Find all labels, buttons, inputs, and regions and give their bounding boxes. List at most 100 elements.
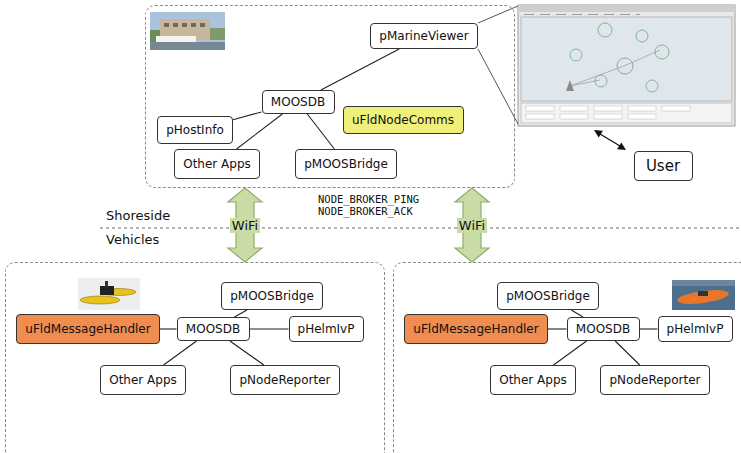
viewer-screenshot (628, 114, 656, 119)
viewer-screenshot (521, 103, 732, 123)
connector-line (554, 341, 587, 365)
shoreside-photo (200, 23, 205, 27)
box-text: uFldMessageHandler (413, 322, 538, 336)
connector-line (237, 114, 283, 149)
edge-label: WiFi (230, 218, 260, 233)
box-text: uFldNodeComms (352, 113, 454, 127)
user-arrow (594, 130, 626, 150)
shoreside-photo (182, 23, 187, 27)
box-text: Other Apps (183, 157, 251, 171)
vehicle-photo (100, 286, 114, 295)
highlight-app-box: uFldNodeComms (343, 106, 464, 134)
vehicle-photo (78, 278, 140, 310)
box-text: MOOSDB (576, 322, 630, 336)
box-text: MOOSDB (186, 322, 240, 336)
app-box: pHostInfo (157, 116, 233, 144)
connector (615, 341, 639, 365)
viewer-screenshot (560, 114, 588, 119)
vehicle-group: pMOOSBridge uFldMessageHandler MOOSDB pHelm… (5, 262, 385, 453)
leader-line (478, 49, 518, 124)
viewer-screenshot (598, 23, 612, 37)
box-text: pNodeReporter (609, 373, 700, 387)
viewer-screenshot (646, 80, 658, 92)
vehicle-photo (80, 296, 120, 304)
connector-line (250, 328, 289, 329)
viewer-screenshot (570, 49, 582, 61)
connector (321, 49, 399, 90)
connector (237, 114, 283, 149)
app-box: Other Apps (174, 149, 260, 179)
viewer-screenshot (570, 66, 624, 86)
viewer-screenshot (594, 106, 622, 111)
box-text: Other Apps (109, 373, 177, 387)
shoreside-group: pMarineViewerMOOSDB pHostInfo uFldNodeComm… (145, 5, 515, 188)
highlight-app-box: uFldMessageHandler (16, 314, 160, 344)
connector (164, 341, 197, 365)
box-text: pHelmIvP (298, 322, 355, 336)
app-box: pMarineViewer (370, 23, 478, 49)
app-box: pNodeReporter (230, 365, 340, 395)
connector-line (615, 341, 639, 365)
viewer-screenshot (521, 17, 732, 101)
database-box: MOOSDB (177, 317, 250, 341)
box-text: uFldMessageHandler (25, 322, 150, 336)
connector-line (321, 49, 399, 90)
viewer-screenshot (518, 5, 735, 126)
connector (640, 329, 658, 330)
leader-line (478, 6, 518, 23)
box-text: pMarineViewer (379, 29, 468, 43)
viewer-screenshot (526, 106, 554, 111)
kayak-photo (698, 291, 708, 296)
viewer-screenshot (560, 106, 588, 111)
kayak-photo (672, 280, 735, 286)
highlight-app-box: uFldMessageHandler (404, 314, 548, 344)
zone-label: Vehicles (106, 232, 159, 247)
database-box: MOOSDB (567, 317, 640, 341)
vehicle-photo (78, 278, 140, 310)
connector-line (233, 112, 262, 120)
app-box: Other Apps (490, 365, 576, 395)
viewer-screenshot (518, 5, 735, 126)
app-box: pHelmIvP (289, 316, 364, 342)
box-text: Other Apps (499, 373, 567, 387)
viewer-screenshot (524, 14, 640, 15)
shoreside-photo (150, 12, 225, 50)
viewer-screenshot (566, 80, 574, 91)
shoreside-photo (210, 28, 225, 40)
connector (228, 188, 262, 262)
shoreside-photo (191, 23, 196, 27)
app-box: Other Apps (100, 365, 186, 395)
box-text: pHelmIvP (667, 322, 724, 336)
shoreside-photo (173, 23, 178, 27)
user-arrow (617, 142, 626, 150)
app-box: pMOOSBridge (221, 282, 323, 310)
signal-name: NODE_BROKER_ACK (318, 205, 413, 217)
wifi-arrow (228, 188, 262, 262)
connector (250, 329, 289, 330)
connector (548, 329, 567, 330)
shoreside-photo (156, 36, 196, 42)
database-box: MOOSDB (262, 90, 335, 114)
connector (455, 188, 489, 262)
connector (571, 310, 583, 317)
box-text: MOOSDB (271, 95, 325, 109)
connector-line (234, 310, 247, 317)
viewer-screenshot (594, 114, 622, 119)
viewer-screenshot (662, 106, 690, 111)
viewer-screenshot (518, 5, 735, 12)
box-text: pMOOSBridge (230, 289, 314, 303)
viewer-screenshot (526, 114, 554, 119)
app-box: pMOOSBridge (295, 149, 397, 179)
separator-line (100, 228, 741, 229)
connector (307, 114, 334, 149)
kayak-photo (672, 280, 735, 310)
app-box: pMOOSBridge (497, 282, 599, 310)
zone-label: Shoreside (106, 208, 170, 223)
kayak-photo (676, 287, 729, 306)
connector-line (307, 114, 334, 149)
viewer-screenshot (655, 45, 669, 59)
box-text: pNodeReporter (239, 373, 330, 387)
viewer-screenshot (628, 106, 656, 111)
user-box: User (634, 151, 693, 181)
connector-line (548, 328, 567, 329)
